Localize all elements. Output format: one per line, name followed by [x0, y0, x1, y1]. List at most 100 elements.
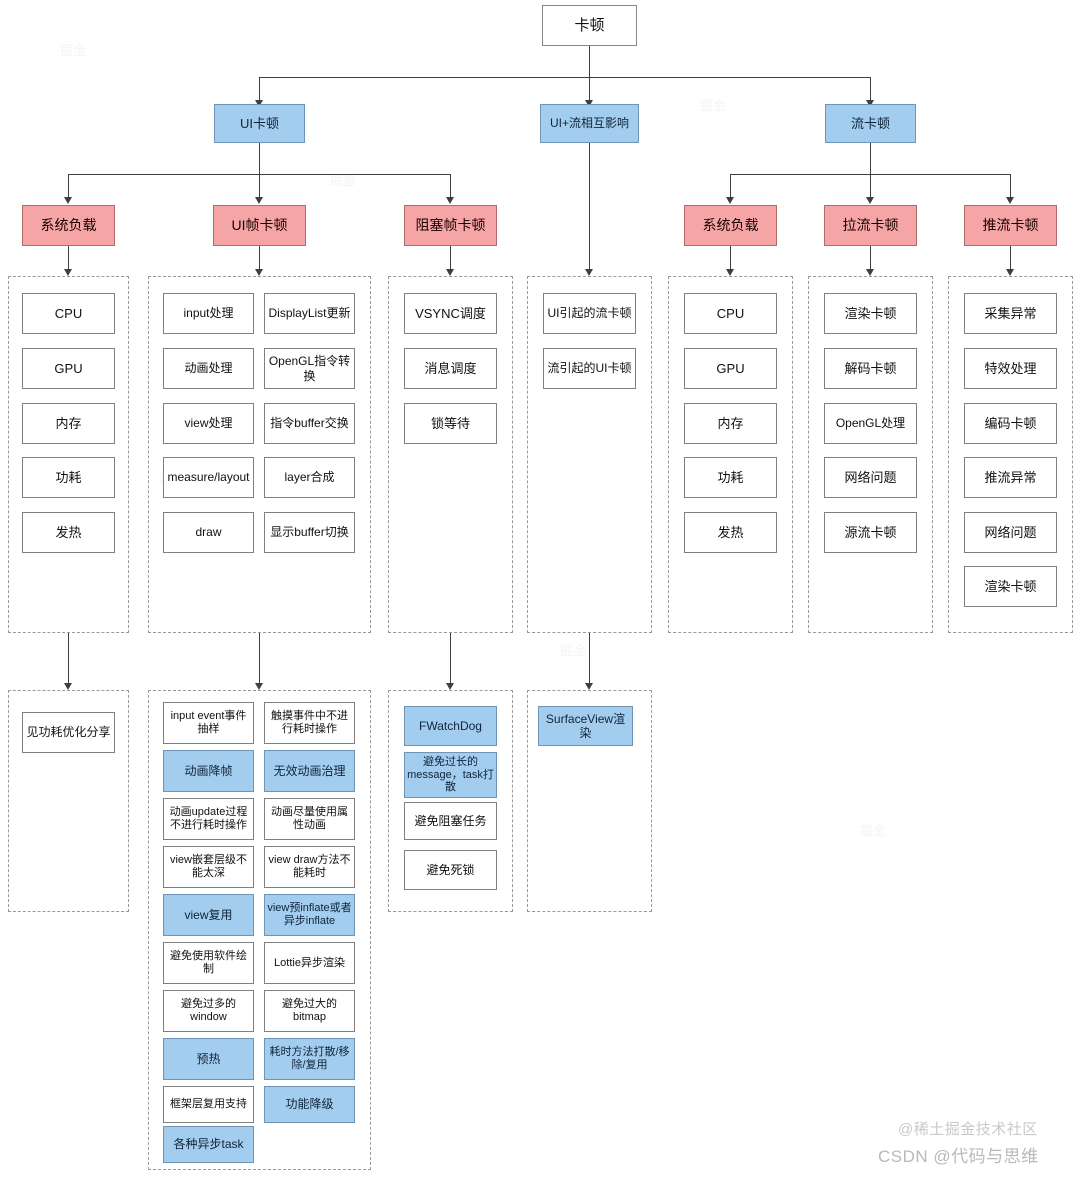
- solution-item[interactable]: 预热: [163, 1038, 254, 1080]
- detail-item[interactable]: 推流异常: [964, 457, 1057, 498]
- detail-item[interactable]: 锁等待: [404, 403, 497, 444]
- solution-item[interactable]: 避免死锁: [404, 850, 497, 890]
- solution-item[interactable]: Lottie异步渲染: [264, 942, 355, 984]
- solution-item[interactable]: 避免使用软件绘制: [163, 942, 254, 984]
- arrowhead-sol2: [255, 683, 263, 690]
- node-push-stream-katon[interactable]: 推流卡顿: [964, 205, 1057, 246]
- detail-item[interactable]: 采集异常: [964, 293, 1057, 334]
- node-block-frame-katon[interactable]: 阻塞帧卡顿: [404, 205, 497, 246]
- connector-red1-down: [68, 246, 70, 272]
- detail-item[interactable]: 内存: [684, 403, 777, 444]
- node-system-load-stream[interactable]: 系统负载: [684, 205, 777, 246]
- connector-to-mixed: [589, 77, 591, 101]
- detail-item[interactable]: measure/layout: [163, 457, 254, 498]
- connector-ui-to-load: [68, 174, 70, 198]
- detail-item[interactable]: GPU: [684, 348, 777, 389]
- arrowhead-to-mixed: [585, 100, 593, 107]
- arrowhead-stream-pull: [866, 197, 874, 204]
- node-ui-frame-katon[interactable]: UI帧卡顿: [213, 205, 306, 246]
- node-pull-stream-katon[interactable]: 拉流卡顿: [824, 205, 917, 246]
- detail-item[interactable]: 特效处理: [964, 348, 1057, 389]
- detail-item[interactable]: 发热: [22, 512, 115, 553]
- group-solution-system-load: [8, 690, 129, 912]
- detail-item[interactable]: VSYNC调度: [404, 293, 497, 334]
- detail-item[interactable]: view处理: [163, 403, 254, 444]
- connector-stream-to-pull: [870, 174, 872, 198]
- solution-item[interactable]: 功能降级: [264, 1086, 355, 1123]
- connector-red6-down: [1010, 246, 1012, 272]
- solution-item[interactable]: SurfaceView渲染: [538, 706, 633, 746]
- solution-item[interactable]: view draw方法不能耗时: [264, 846, 355, 888]
- detail-item[interactable]: DisplayList更新: [264, 293, 355, 334]
- detail-item[interactable]: 消息调度: [404, 348, 497, 389]
- detail-item[interactable]: 流引起的UI卡顿: [543, 348, 636, 389]
- solution-item[interactable]: view嵌套层级不能太深: [163, 846, 254, 888]
- solution-item[interactable]: 动画降帧: [163, 750, 254, 792]
- ghost-watermark: 掘金: [860, 823, 887, 838]
- connector-red5-down: [870, 246, 872, 272]
- detail-item[interactable]: 显示buffer切换: [264, 512, 355, 553]
- detail-item[interactable]: 渲染卡顿: [964, 566, 1057, 607]
- ghost-watermark: 掘金: [330, 173, 357, 188]
- detail-item[interactable]: 解码卡顿: [824, 348, 917, 389]
- detail-item[interactable]: CPU: [684, 293, 777, 334]
- solution-item[interactable]: 避免过大的bitmap: [264, 990, 355, 1032]
- connector-level2-bus: [259, 77, 871, 79]
- detail-item[interactable]: GPU: [22, 348, 115, 389]
- connector-to-stream: [870, 77, 872, 101]
- detail-item[interactable]: OpenGL指令转换: [264, 348, 355, 389]
- solution-item[interactable]: view复用: [163, 894, 254, 936]
- detail-item[interactable]: 编码卡顿: [964, 403, 1057, 444]
- group-detail-mixed: [527, 276, 652, 633]
- detail-item[interactable]: 网络问题: [964, 512, 1057, 553]
- solution-item[interactable]: 框架层复用支持: [163, 1086, 254, 1123]
- detail-item[interactable]: draw: [163, 512, 254, 553]
- arrowhead-to-ui: [255, 100, 263, 107]
- detail-item[interactable]: 功耗: [22, 457, 115, 498]
- detail-item[interactable]: 网络问题: [824, 457, 917, 498]
- solution-item[interactable]: 耗时方法打散/移除/复用: [264, 1038, 355, 1080]
- solution-item[interactable]: 见功耗优化分享: [22, 712, 115, 753]
- connector-root-stem: [589, 45, 591, 78]
- detail-item[interactable]: 发热: [684, 512, 777, 553]
- solution-item[interactable]: 避免过长的message，task打散: [404, 752, 497, 798]
- detail-item[interactable]: OpenGL处理: [824, 403, 917, 444]
- node-stream-katon[interactable]: 流卡顿: [825, 104, 916, 143]
- solution-item[interactable]: view预inflate或者异步inflate: [264, 894, 355, 936]
- connector-sol3-down: [450, 633, 452, 686]
- solution-item[interactable]: 各种异步task: [163, 1126, 254, 1163]
- connector-sol2-down: [259, 633, 261, 686]
- arrowhead-red3: [446, 269, 454, 276]
- solution-item[interactable]: 无效动画治理: [264, 750, 355, 792]
- connector-ui-stem: [259, 143, 261, 175]
- node-ui-katon[interactable]: UI卡顿: [214, 104, 305, 143]
- node-root[interactable]: 卡顿: [542, 5, 637, 46]
- solution-item[interactable]: 触摸事件中不进行耗时操作: [264, 702, 355, 744]
- detail-item[interactable]: 功耗: [684, 457, 777, 498]
- connector-red3-down: [450, 246, 452, 272]
- solution-item[interactable]: 避免过多的window: [163, 990, 254, 1032]
- arrowhead-red2: [255, 269, 263, 276]
- solution-item[interactable]: 动画尽量使用属性动画: [264, 798, 355, 840]
- arrowhead-red5: [866, 269, 874, 276]
- solution-item[interactable]: input event事件抽样: [163, 702, 254, 744]
- node-ui-stream-interaction[interactable]: UI+流相互影响: [540, 104, 639, 143]
- group-solution-mixed: [527, 690, 652, 912]
- ghost-watermark: 掘金: [700, 98, 727, 113]
- detail-item[interactable]: 动画处理: [163, 348, 254, 389]
- detail-item[interactable]: UI引起的流卡顿: [543, 293, 636, 334]
- detail-item[interactable]: layer合成: [264, 457, 355, 498]
- solution-item[interactable]: 避免阻塞任务: [404, 802, 497, 840]
- detail-item[interactable]: 源流卡顿: [824, 512, 917, 553]
- node-system-load-ui[interactable]: 系统负载: [22, 205, 115, 246]
- detail-item[interactable]: input处理: [163, 293, 254, 334]
- connector-sol4-down: [589, 633, 591, 686]
- detail-item[interactable]: 渲染卡顿: [824, 293, 917, 334]
- solution-item[interactable]: FWatchDog: [404, 706, 497, 746]
- solution-item[interactable]: 动画update过程不进行耗时操作: [163, 798, 254, 840]
- detail-item[interactable]: 指令buffer交换: [264, 403, 355, 444]
- group-detail-system-load-stream: [668, 276, 793, 633]
- detail-item[interactable]: CPU: [22, 293, 115, 334]
- detail-item[interactable]: 内存: [22, 403, 115, 444]
